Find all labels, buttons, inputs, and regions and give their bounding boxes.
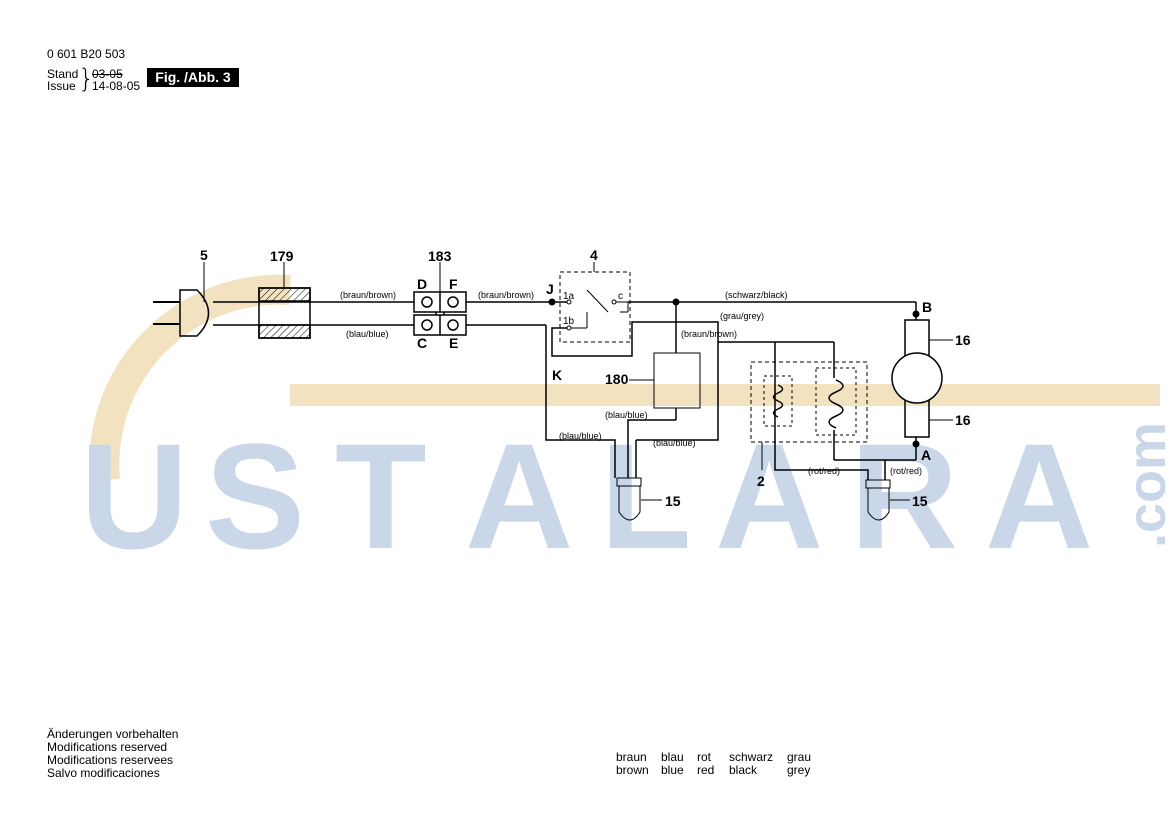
motor	[891, 319, 943, 438]
watermark-letter: T	[335, 412, 427, 580]
document-number: 0 601 B20 503	[47, 47, 126, 61]
figure-label: Fig. /Abb. 3	[147, 68, 239, 87]
wire-label: (grau/grey)	[720, 311, 764, 321]
footer-line: Modifications reservees	[47, 753, 174, 767]
watermark-letter: U	[80, 412, 188, 580]
terminal-j: J	[546, 281, 554, 297]
cable-connector-right	[865, 479, 891, 521]
label-field-coil: 2	[757, 473, 765, 489]
legend-word: blau	[661, 750, 684, 764]
switch-terminal-1b: 1b	[563, 316, 575, 327]
legend-word: brown	[616, 763, 649, 777]
label-connector-left: 15	[665, 493, 681, 509]
label-capacitor: 180	[605, 371, 629, 387]
wire-label: (blau/blue)	[605, 410, 648, 420]
switch-terminal-c: c	[618, 291, 623, 302]
watermark-text: U S T A L A R A .com	[80, 412, 1169, 580]
watermark-letter: A	[465, 412, 573, 580]
terminal-d: D	[417, 276, 427, 292]
stand-date: 03-05	[92, 67, 123, 81]
wire-label: (braun/brown)	[478, 290, 534, 300]
wire-label: (blau/blue)	[559, 431, 602, 441]
terminal-b: B	[922, 299, 932, 315]
wire-label: (blau/blue)	[653, 438, 696, 448]
watermark-letter: R	[850, 412, 958, 580]
switch-terminal-1a: 1a	[563, 291, 575, 302]
watermark-letter: A	[985, 412, 1093, 580]
switch-box	[559, 271, 631, 343]
terminal-k: K	[552, 367, 562, 383]
wire-label: (braun/brown)	[681, 329, 737, 339]
label-terminal-block: 183	[428, 248, 452, 264]
stand-label: Stand	[47, 67, 79, 81]
terminal-f: F	[449, 276, 458, 292]
legend-word: grey	[787, 763, 811, 777]
label-switch: 4	[590, 247, 598, 263]
wire-label: (rot/red)	[890, 466, 922, 476]
watermark-arc	[89, 274, 1160, 482]
issue-label: Issue	[47, 79, 76, 93]
label-motor-lower: 16	[955, 412, 971, 428]
terminal-block	[413, 291, 467, 336]
field-coil-box	[750, 361, 868, 443]
wire-label: (blau/blue)	[346, 329, 389, 339]
footer-line: Modifications reserved	[47, 740, 168, 754]
brace-icon: }	[78, 64, 95, 94]
terminal-a: A	[921, 447, 931, 463]
cable-connector-left	[616, 477, 642, 521]
legend-word: red	[697, 763, 715, 777]
terminal-e: E	[449, 335, 458, 351]
label-plug: 5	[200, 247, 208, 263]
legend-word: black	[729, 763, 758, 777]
legend-word: braun	[616, 750, 647, 764]
watermark-letter: S	[205, 412, 305, 580]
filter-ferrite	[258, 287, 311, 339]
watermark-letter: A	[715, 412, 823, 580]
watermark-suffix: .com	[1117, 422, 1169, 548]
wire-label: (braun/brown)	[340, 290, 396, 300]
issue-date: 14-08-05	[92, 79, 141, 93]
legend-word: rot	[697, 750, 712, 764]
footer-line: Änderungen vorbehalten	[47, 727, 179, 741]
terminal-c: C	[417, 335, 427, 351]
label-connector-right: 15	[912, 493, 928, 509]
label-filter: 179	[270, 248, 294, 264]
wire-label: (rot/red)	[808, 466, 840, 476]
wire-label: (schwarz/black)	[725, 290, 788, 300]
label-motor: 16	[955, 332, 971, 348]
legend-word: blue	[661, 763, 684, 777]
legend-word: grau	[787, 750, 812, 764]
legend-word: schwarz	[729, 750, 774, 764]
plug-icon	[153, 289, 210, 337]
footer-line: Salvo modificaciones	[47, 766, 160, 780]
